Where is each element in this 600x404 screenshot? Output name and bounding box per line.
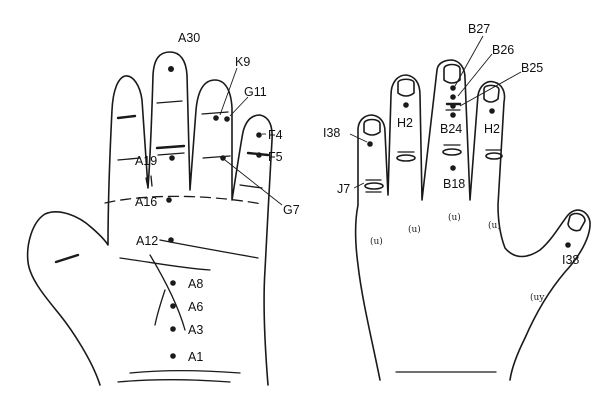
i38-little-label: I38 — [323, 126, 340, 140]
knuckle-mark: (u) — [370, 236, 383, 247]
finger-crease — [117, 157, 141, 161]
f4-label: F4 — [268, 128, 283, 142]
finger-crease — [150, 175, 153, 187]
b24-label: B24 — [440, 122, 462, 136]
a3-dot — [170, 326, 176, 332]
g11-label: G11 — [244, 85, 267, 99]
f5-label: F5 — [268, 150, 283, 164]
leader-k9 — [219, 67, 238, 116]
leader-g7 — [224, 159, 283, 206]
a8-dot — [170, 280, 176, 286]
finger-crease — [157, 152, 185, 156]
b18-dot — [450, 165, 456, 171]
palm-crease-thumb — [149, 254, 186, 331]
a6-dot — [170, 303, 176, 309]
finger-crease — [116, 114, 137, 120]
a3-label: A3 — [188, 323, 203, 337]
a19-dot — [169, 155, 175, 161]
leader-b25 — [459, 71, 522, 107]
a8-label: A8 — [188, 277, 203, 291]
a12-dot — [168, 237, 174, 243]
nail — [567, 212, 586, 232]
knuckle-marks — [364, 102, 503, 193]
h2-index-dot — [403, 102, 409, 108]
leader-b27 — [454, 35, 484, 87]
finger-crease — [239, 184, 263, 189]
palm-crease-distal — [159, 239, 259, 259]
thumb-crease — [54, 253, 80, 264]
f5-dot — [256, 152, 262, 158]
right-hand-outline — [354, 59, 591, 381]
j7-label: J7 — [337, 182, 350, 196]
nail — [483, 84, 500, 103]
finger-crease — [155, 144, 186, 150]
leader-b26 — [457, 53, 493, 97]
left-hand-outline — [26, 51, 273, 386]
g7-label: G7 — [283, 203, 300, 217]
b24-dot — [450, 112, 456, 118]
wrist-crease-2 — [117, 379, 231, 383]
nail — [443, 63, 461, 84]
g7-dot — [220, 155, 226, 161]
a16-label: A16 — [135, 195, 157, 209]
f4-dot — [256, 132, 262, 138]
h2-ring-dot — [489, 108, 495, 114]
left-hand: A30 K9 G11 F4 F5 G7 A19 A16 A12 A8 A6 A3… — [26, 31, 300, 386]
knuckle-mark: (uy — [530, 292, 545, 303]
palm-crease-proximal — [119, 257, 211, 271]
wrist-crease-1 — [129, 370, 241, 374]
finger-crease — [202, 155, 231, 159]
b26-dot — [450, 94, 456, 100]
i38-little-dot — [367, 141, 373, 147]
b26-label: B26 — [492, 43, 514, 57]
g11-dot — [224, 116, 230, 122]
leader-j7 — [353, 182, 365, 189]
nail — [397, 78, 415, 97]
a30-dot — [168, 66, 174, 72]
finger-crease — [145, 177, 149, 189]
finger-crease — [201, 111, 229, 115]
h2-ring-label: H2 — [484, 122, 500, 136]
a6-label: A6 — [188, 300, 203, 314]
leader-i38 — [349, 133, 368, 143]
leader-g11 — [229, 96, 249, 117]
a12-label: A12 — [136, 234, 158, 248]
knuckle-mark: (u) — [408, 224, 421, 235]
k9-dot — [213, 115, 219, 121]
palm-crease-fingerbase — [104, 195, 263, 205]
h2-index-label: H2 — [397, 116, 413, 130]
b25-label: B25 — [521, 61, 543, 75]
b27-dot — [450, 85, 456, 91]
i38-thumb-dot — [565, 242, 571, 248]
finger-crease — [156, 100, 183, 104]
i38-thumb-label: I38 — [562, 253, 579, 267]
a19-label: A19 — [135, 154, 157, 168]
knuckle-mark: (u) — [448, 212, 461, 223]
b25-dot — [450, 103, 456, 109]
knuckle-mark: (u) — [488, 220, 501, 231]
palm-crease-thenar — [154, 289, 166, 326]
nail — [363, 118, 381, 136]
a1-label: A1 — [188, 350, 203, 364]
a1-dot — [170, 353, 176, 359]
a30-label: A30 — [178, 31, 200, 45]
a16-dot — [166, 197, 172, 203]
right-hand: (u) (u) (u) (u) (uy B27 B26 B25 B24 H2 H… — [323, 22, 591, 381]
k9-label: K9 — [235, 55, 250, 69]
b27-label: B27 — [468, 22, 490, 36]
b18-label: B18 — [443, 177, 465, 191]
